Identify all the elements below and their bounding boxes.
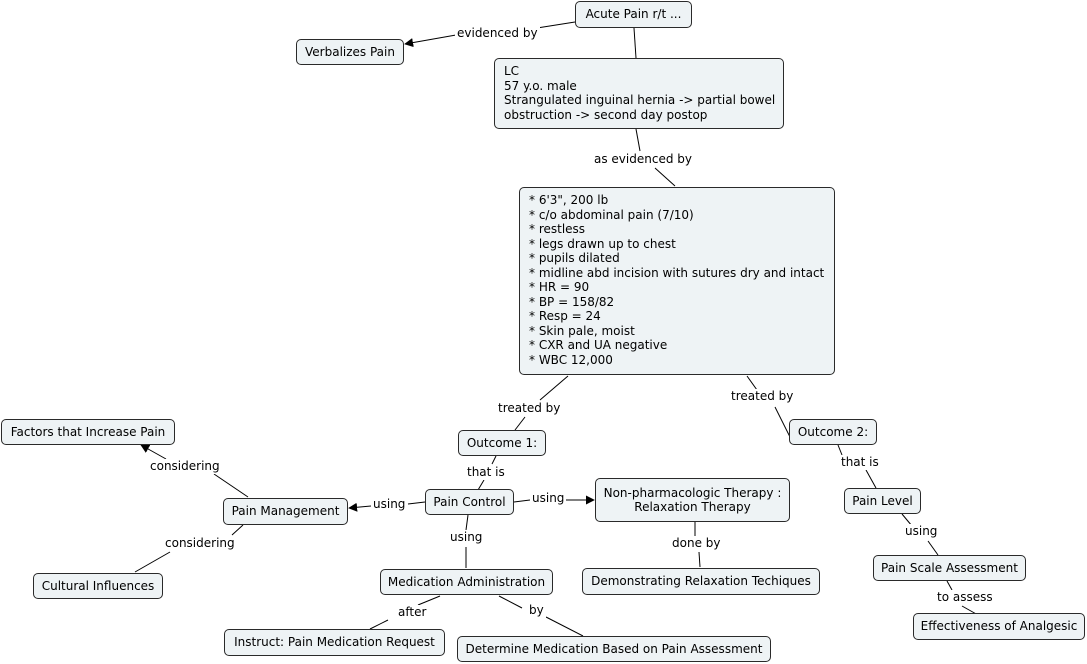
node-factors-increase-pain[interactable]: Factors that Increase Pain (1, 419, 175, 445)
label-using-3: using (448, 530, 485, 545)
node-acute-pain[interactable]: Acute Pain r/t ... (575, 1, 692, 28)
line-considering2-to-cultural (134, 551, 171, 573)
node-determine-medication[interactable]: Determine Medication Based on Pain Asses… (457, 636, 771, 662)
line-using4-to-painscale (927, 540, 939, 556)
line-medadmin-to-by (498, 595, 523, 609)
label-that-is-2: that is (839, 455, 881, 470)
label-treated-by-2: treated by (729, 389, 796, 404)
node-demonstrating-relaxation[interactable]: Demonstrating Relaxation Techiques (582, 568, 820, 595)
line-acute-to-lc (633, 27, 637, 59)
node-pain-scale-assessment[interactable]: Pain Scale Assessment (873, 555, 1026, 581)
line-thatis2-to-painlevel (865, 469, 877, 489)
label-after: after (396, 605, 429, 620)
label-using-1: using (371, 497, 408, 512)
node-medication-administration[interactable]: Medication Administration (380, 569, 553, 595)
node-pain-management[interactable]: Pain Management (223, 498, 348, 525)
node-outcome-2[interactable]: Outcome 2: (789, 419, 877, 445)
label-to-assess: to assess (935, 590, 995, 605)
line-painscale-to-toassess (946, 580, 953, 591)
line-as-evidenced-to-assessment (654, 167, 676, 187)
node-cultural-influences[interactable]: Cultural Influences (33, 573, 163, 599)
line-outcome2-to-thatis2 (837, 444, 843, 456)
line-treated2-to-outcome2 (774, 406, 791, 438)
line-lc-to-as-evidenced (635, 128, 641, 152)
node-assessment-data[interactable]: * 6'3", 200 lb * c/o abdominal pain (7/1… (519, 187, 835, 375)
line-medadmin-to-after (417, 595, 441, 606)
label-considering-2: considering (163, 536, 237, 551)
label-done-by: done by (670, 536, 723, 551)
label-considering-1: considering (148, 459, 222, 474)
line-painmgmt-to-considering2 (231, 524, 244, 536)
line-painmgmt-to-considering1 (213, 473, 249, 498)
line-paincontrol-to-using3 (465, 514, 469, 531)
node-pain-level[interactable]: Pain Level (844, 488, 921, 514)
line-using1-to-painmgmt (348, 502, 372, 512)
node-effectiveness-analgesic[interactable]: Effectiveness of Analgesic (913, 613, 1085, 640)
line-paincontrol-to-using1 (407, 501, 426, 505)
label-evidenced-by: evidenced by (455, 26, 540, 41)
label-using-4: using (903, 524, 940, 539)
line-after-to-instruct (369, 619, 389, 630)
label-that-is-1: that is (465, 465, 507, 480)
line-acute-to-evidenced (536, 21, 576, 29)
line-treated1-to-outcome1 (514, 416, 526, 431)
line-paincontrol-to-using2 (513, 499, 531, 503)
node-patient-info[interactable]: LC 57 y.o. male Strangulated inguinal he… (494, 58, 784, 129)
node-pain-control[interactable]: Pain Control (425, 489, 514, 515)
node-non-pharmacologic-therapy[interactable]: Non-pharmacologic Therapy : Relaxation T… (595, 478, 790, 522)
line-assessment-to-treated2 (746, 375, 758, 391)
node-verbalizes-pain[interactable]: Verbalizes Pain (296, 39, 404, 65)
line-by-to-determine (545, 616, 584, 637)
node-outcome-1[interactable]: Outcome 1: (458, 430, 546, 456)
line-thatis1-to-paincontrol (477, 479, 485, 491)
label-treated-by-1: treated by (496, 401, 563, 416)
label-as-evidenced-by: as evidenced by (592, 152, 694, 167)
line-assessment-to-treated1 (539, 375, 569, 401)
node-instruct-pain-medication[interactable]: Instruct: Pain Medication Request (224, 629, 445, 656)
label-using-2: using (530, 491, 567, 506)
line-outcome1-to-thatis1 (491, 455, 497, 465)
line-considering1-to-factors (140, 444, 167, 460)
line-doneby-to-demonstrating (698, 551, 701, 568)
line-evidenced-to-verbalizes (404, 34, 457, 48)
label-by: by (527, 603, 546, 618)
